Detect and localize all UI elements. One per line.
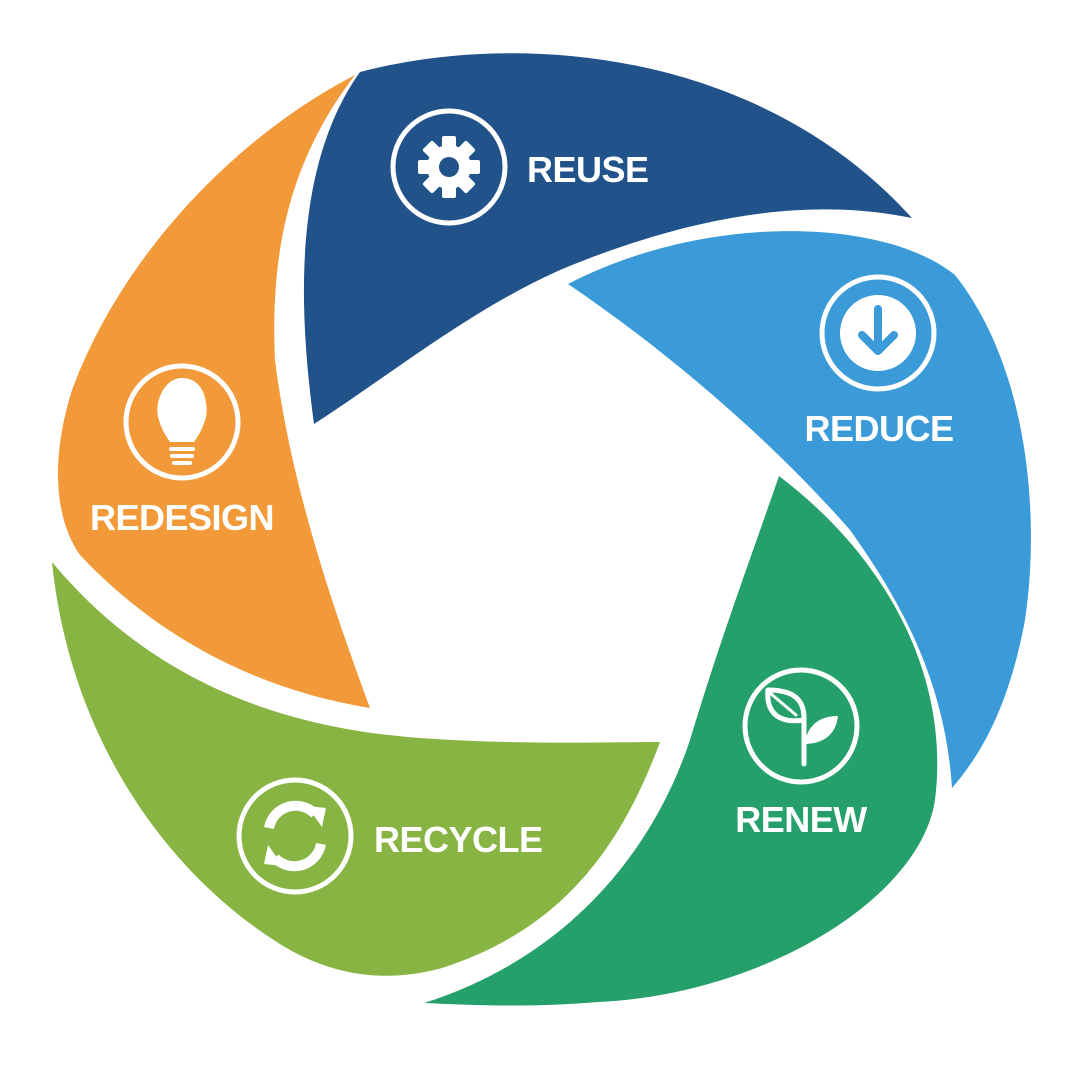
segment-redesign-label: REDESIGN xyxy=(90,497,274,538)
arrow-down-circle-icon xyxy=(819,274,937,392)
segment-recycle-shape xyxy=(52,562,660,976)
segment-reuse: REUSE xyxy=(303,53,912,425)
segment-reduce: REDUCE xyxy=(568,231,1031,788)
segment-recycle-label: RECYCLE xyxy=(374,819,543,860)
segment-reduce-label: REDUCE xyxy=(804,408,953,449)
segment-redesign: REDESIGN xyxy=(58,75,371,708)
sprout-icon xyxy=(742,667,860,785)
segment-recycle: RECYCLE xyxy=(52,562,660,976)
segment-renew-shape xyxy=(424,476,938,1006)
recycle-arrows-icon xyxy=(236,777,354,895)
segment-redesign-shape xyxy=(58,75,371,708)
segment-renew-label: RENEW xyxy=(735,799,867,840)
segment-reuse-label: REUSE xyxy=(527,149,649,190)
lightbulb-icon xyxy=(123,363,241,481)
segment-reduce-shape xyxy=(568,231,1031,788)
gear-icon xyxy=(390,108,508,226)
segment-renew: RENEW xyxy=(424,476,938,1006)
